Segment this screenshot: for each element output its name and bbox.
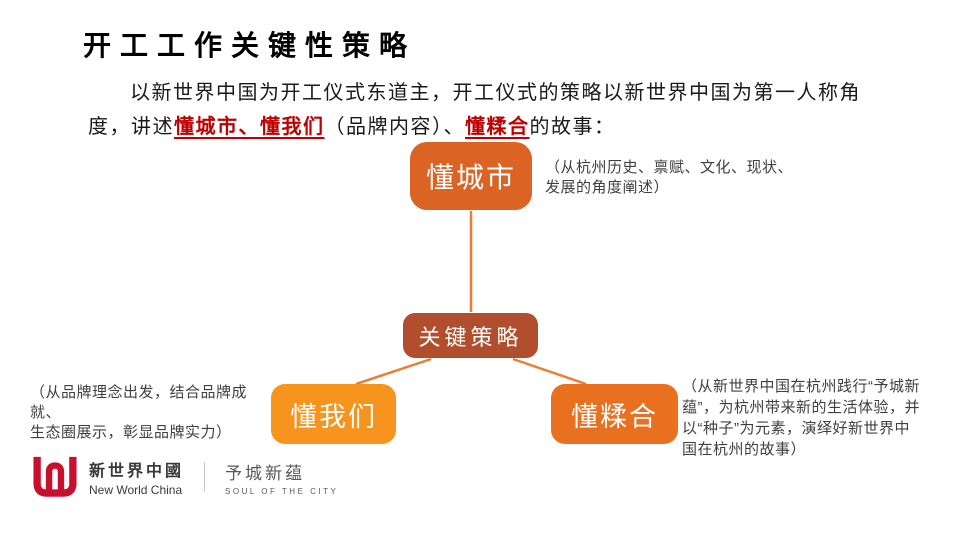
intro-paragraph-line1: 以新世界中国为开工仪式东道主，开工仪式的策略以新世界中国为第一人称角 — [130, 82, 861, 104]
footer-divider-line — [204, 462, 206, 492]
highlight-understand-blend: 懂糅合 — [465, 116, 530, 138]
node-understand-city: 懂城市 — [410, 142, 532, 210]
brand-slogan-chinese: 予城新蕴 — [225, 463, 306, 483]
intro-paragraph-line2: 度，讲述懂城市、懂我们（品牌内容）、懂糅合的故事： — [88, 110, 616, 139]
node-label: 懂糅合 — [571, 401, 658, 432]
node-understand-us: 懂我们 — [271, 384, 396, 444]
node-label: 关键策略 — [418, 324, 523, 350]
logo-text-block: 新世界中國 New World China — [89, 457, 184, 497]
node-label: 懂我们 — [290, 401, 377, 432]
new-world-china-logo-icon — [33, 456, 77, 497]
node-key-strategy: 关键策略 — [403, 313, 538, 358]
paragraph-segment: 度，讲述 — [88, 116, 174, 138]
logo-outer-stroke — [33, 456, 77, 497]
slide-title: 开工工作关键性策略 — [83, 30, 417, 61]
paragraph-segment: 的故事： — [529, 116, 616, 138]
annotation-city: （从杭州历史、禀赋、文化、现状、 发展的角度阐述） — [545, 159, 794, 196]
logo-name-chinese: 新世界中國 — [89, 463, 185, 480]
connector-center-to-left — [355, 357, 432, 386]
highlight-understand-city-us: 懂城市、懂我们 — [174, 116, 325, 138]
node-understand-blend: 懂糅合 — [551, 384, 678, 444]
connector-center-to-right — [512, 357, 587, 386]
node-label: 懂城市 — [425, 162, 516, 193]
footer-brand-bar: 新世界中國 New World China 予城新蕴 SOUL OF THE C… — [33, 456, 338, 498]
annotation-blend: （从新世界中国在杭州践行“予城新 蕴”，为杭州带来新的生活体验，并 以“种子”为… — [682, 378, 920, 458]
logo-name-english: New World China — [89, 483, 183, 497]
brand-slogan-english: SOUL OF THE CITY — [225, 486, 339, 496]
logo-inner-stroke — [45, 462, 65, 494]
annotation-us: （从品牌理念出发，结合品牌成就、 生态圈展示，彰显品牌实力） — [30, 384, 248, 441]
brand-text-block: 予城新蕴 SOUL OF THE CITY — [225, 459, 338, 496]
paragraph-segment: （品牌内容）、 — [324, 116, 465, 138]
